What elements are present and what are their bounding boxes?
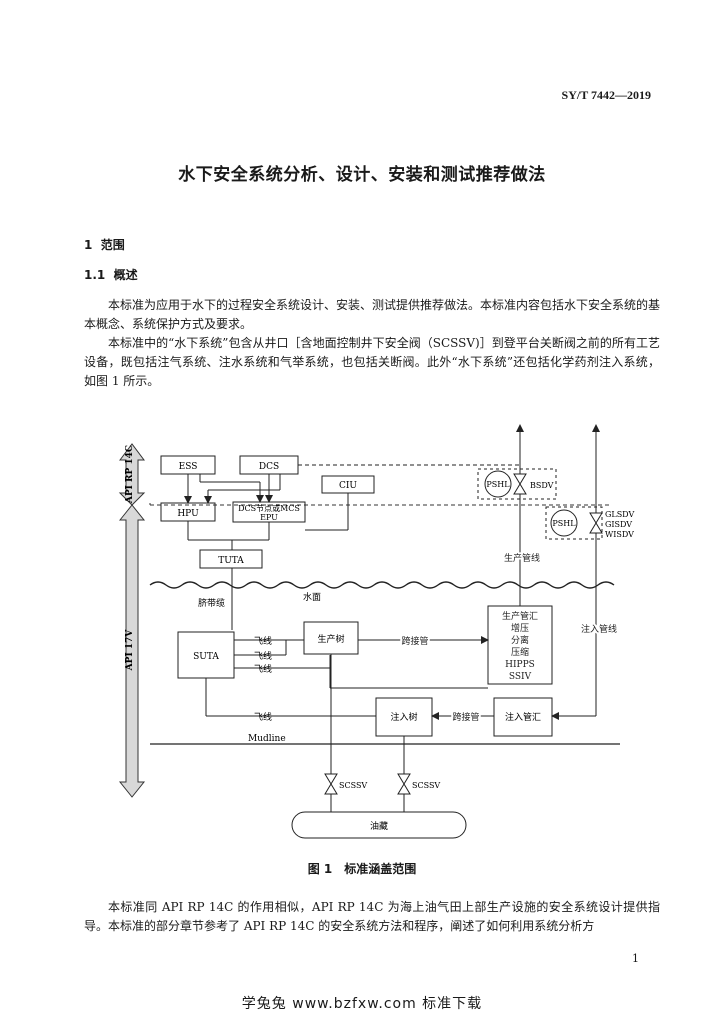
flying-lead-label: 飞线 [254, 711, 272, 723]
bsdv-label: BSDV [530, 481, 554, 490]
flying-lead-label: 飞线 [254, 663, 272, 675]
bsdv-valve-icon [513, 473, 527, 495]
reservoir-label: 油藏 [370, 820, 388, 832]
api-14c-label: API RP 14C [125, 445, 135, 504]
ess-label: ESS [179, 462, 198, 472]
injection-manifold-label: 注入管汇 [505, 711, 541, 723]
mudline-label: Mudline [248, 734, 286, 744]
manifold-line: HIPPS [505, 660, 535, 670]
section-number: 1.1 [84, 268, 106, 282]
body-text: 本标准同 API RP 14C 的作用相似，API RP 14C 为海上油气田上… [84, 898, 660, 936]
paragraph: 本标准同 API RP 14C 的作用相似，API RP 14C 为海上油气田上… [84, 900, 660, 933]
scssv-label: SCSSV [412, 781, 440, 790]
dcs-epu-label-1: DCS节点或MCS [238, 503, 300, 513]
section-number: 1 [84, 238, 93, 252]
standard-number: SY/T 7442—2019 [561, 88, 651, 102]
api-14c-arrow [118, 443, 146, 506]
scope-diagram: API RP 14C API 17V ESS DCS CIU HPU DCS节点… [118, 424, 634, 839]
manifold-line: SSIV [509, 672, 532, 682]
section-1-heading: 1 范围 [84, 236, 125, 253]
dcs-epu-label-2: EPU [260, 513, 278, 522]
flying-lead-label: 飞线 [254, 635, 272, 647]
pshl-sensor [484, 470, 512, 498]
water-surface-line [149, 581, 615, 589]
pshl-label: PSHL [552, 519, 576, 528]
glsdv-label: GLSDV [605, 510, 634, 519]
hpu-label: HPU [177, 509, 199, 519]
page-number: 1 [632, 952, 639, 965]
manifold-line: 增压 [511, 622, 529, 634]
injection-manifold-box [493, 697, 553, 737]
gisdv-label: GISDV [605, 520, 632, 529]
section-title: 概述 [113, 268, 138, 282]
section-title: 范围 [100, 238, 125, 252]
download-footer: 学兔兔 www.bzfxw.com 标准下载 [241, 996, 483, 1012]
section-1-1-heading: 1.1 概述 [84, 266, 138, 283]
reservoir-shape [291, 811, 467, 839]
paragraph: 本标准中的“水下系统”包含从井口［含地面控制井下安全阀（SCSSV)］到登平台关… [84, 336, 660, 388]
wisdv-label: WISDV [605, 530, 634, 539]
paragraph: 本标准为应用于水下的过程安全系统设计、安装、测试提供推荐做法。本标准内容包括水下… [84, 298, 661, 331]
figure-caption: 图 1 标准涵盖范围 [307, 862, 417, 876]
jumper-label: 跨接管 [452, 711, 479, 723]
scssv-valve-icon [324, 773, 338, 795]
document-title: 水下安全系统分析、设计、安装和测试推荐做法 [178, 165, 546, 185]
api-17v-arrow [118, 504, 146, 798]
jumper-label: 跨接管 [401, 635, 428, 647]
production-tree-label: 生产树 [317, 633, 344, 645]
sdv-valve-icon [589, 512, 603, 534]
api-17v-label: API 17V [125, 629, 135, 672]
tuta-box [199, 549, 263, 569]
scssv-valve-icon [397, 773, 411, 795]
pshl-sensor [550, 509, 578, 537]
flying-lead-label: 飞线 [254, 650, 272, 662]
tuta-label: TUTA [218, 556, 244, 566]
injection-tree-label: 注入树 [390, 711, 417, 723]
umbilical-label: 脐带缆 [198, 597, 225, 609]
dcs-label: DCS [259, 462, 279, 472]
production-pipeline-label: 生产管线 [504, 552, 540, 564]
manifold-line: 分离 [511, 634, 529, 646]
manifold-line: 压缩 [511, 646, 529, 658]
ciu-label: CIU [339, 481, 357, 491]
water-surface-label: 水面 [303, 591, 321, 603]
pshl-label: PSHL [486, 480, 510, 489]
suta-label: SUTA [193, 652, 219, 662]
scssv-label: SCSSV [339, 781, 367, 790]
injection-pipeline-label: 注入管线 [581, 623, 617, 635]
intro-text: 本标准为应用于水下的过程安全系统设计、安装、测试提供推荐做法。本标准内容包括水下… [84, 296, 660, 391]
manifold-line: 生产管汇 [502, 610, 538, 622]
